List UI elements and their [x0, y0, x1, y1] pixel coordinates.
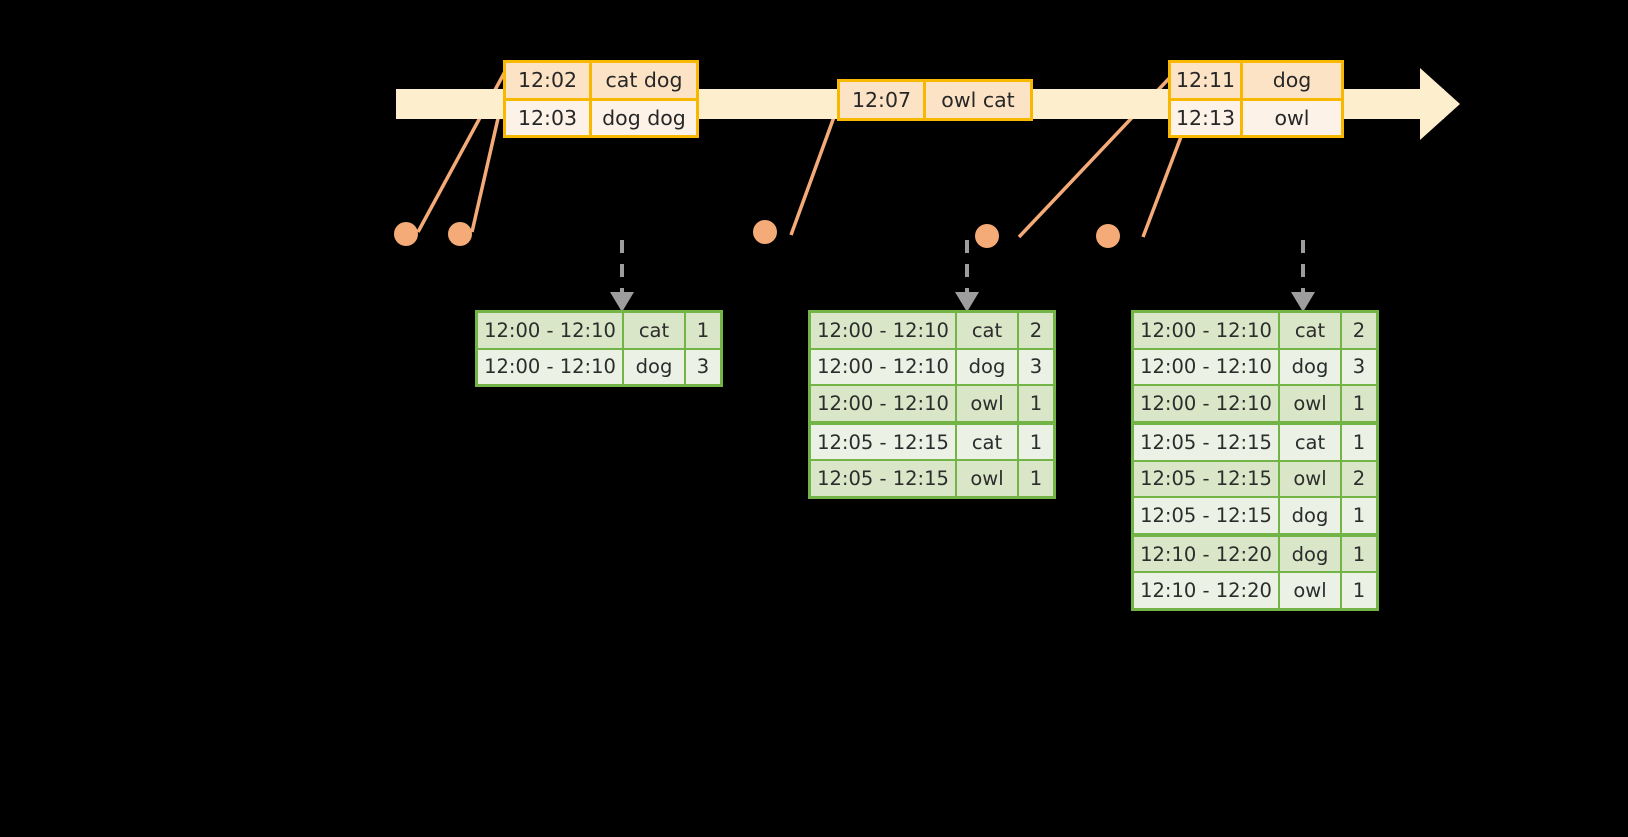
table-row: 12:00 - 12:10 cat 1 [478, 313, 720, 348]
event-row: 12:11 dog [1171, 63, 1341, 98]
event-row: 12:07 owl cat [840, 82, 1030, 118]
event-words: cat dog [592, 63, 696, 98]
event-dot [753, 220, 777, 244]
table-row: 12:00 - 12:10 cat 2 [811, 313, 1053, 348]
event-row: 12:02 cat dog [506, 63, 696, 98]
table-row: 12:00 - 12:10 cat 2 [1134, 313, 1376, 348]
cell-count: 3 [1342, 349, 1376, 385]
cell-window: 12:05 - 12:15 [1134, 498, 1280, 533]
cell-key: cat [1280, 424, 1342, 460]
cell-count: 1 [1342, 498, 1376, 533]
result-table-1: 12:00 - 12:10 cat 1 12:00 - 12:10 dog 3 [475, 310, 723, 387]
cell-window: 12:00 - 12:10 [811, 386, 957, 421]
table-row: 12:00 - 12:10 owl 1 [811, 384, 1053, 421]
cell-key: owl [957, 461, 1019, 496]
cell-window: 12:05 - 12:15 [811, 424, 957, 460]
table-row: 12:05 - 12:15 owl 1 [811, 459, 1053, 496]
event-time: 12:07 [840, 82, 926, 118]
table-row: 12:00 - 12:10 dog 3 [811, 347, 1053, 385]
cell-key: dog [1280, 536, 1342, 572]
event-time: 12:02 [506, 63, 592, 98]
cell-count: 1 [1019, 386, 1053, 421]
event-time: 12:13 [1171, 100, 1243, 135]
event-row: 12:03 dog dog [506, 97, 696, 135]
table-row: 12:05 - 12:15 dog 1 [1134, 496, 1376, 533]
cell-count: 1 [1019, 424, 1053, 460]
cell-window: 12:00 - 12:10 [1134, 313, 1280, 348]
event-dot [975, 224, 999, 248]
cell-window: 12:05 - 12:15 [1134, 461, 1280, 497]
result-table-2: 12:00 - 12:10 cat 2 12:00 - 12:10 dog 3 … [808, 310, 1056, 499]
table-row: 12:05 - 12:15 cat 1 [811, 420, 1053, 460]
cell-count: 2 [1342, 461, 1376, 497]
table-row: 12:10 - 12:20 owl 1 [1134, 571, 1376, 608]
cell-count: 1 [1342, 573, 1376, 608]
cell-count: 2 [1019, 313, 1053, 348]
cell-key: cat [624, 313, 686, 348]
event-time: 12:03 [506, 100, 592, 135]
cell-count: 1 [1342, 386, 1376, 421]
event-dot [448, 222, 472, 246]
cell-key: owl [957, 386, 1019, 421]
event-words: dog [1243, 63, 1341, 98]
cell-key: cat [957, 313, 1019, 348]
cell-key: dog [1280, 349, 1342, 385]
event-time: 12:11 [1171, 63, 1243, 98]
event-dot [394, 222, 418, 246]
cell-window: 12:00 - 12:10 [1134, 349, 1280, 385]
table-row: 12:00 - 12:10 dog 3 [478, 347, 720, 384]
cell-key: cat [1280, 313, 1342, 348]
table-row: 12:00 - 12:10 owl 1 [1134, 384, 1376, 421]
cell-key: owl [1280, 461, 1342, 497]
event-row: 12:13 owl [1171, 97, 1341, 135]
event-words: owl [1243, 100, 1341, 135]
event-dot [1096, 224, 1120, 248]
event-box-1: 12:02 cat dog 12:03 dog dog [503, 60, 699, 138]
cell-window: 12:10 - 12:20 [1134, 573, 1280, 608]
cell-count: 3 [686, 349, 720, 384]
table-row: 12:00 - 12:10 dog 3 [1134, 347, 1376, 385]
cell-window: 12:00 - 12:10 [1134, 386, 1280, 421]
cell-count: 3 [1019, 349, 1053, 385]
cell-window: 12:00 - 12:10 [478, 313, 624, 348]
cell-window: 12:05 - 12:15 [811, 461, 957, 496]
cell-count: 2 [1342, 313, 1376, 348]
cell-key: owl [1280, 386, 1342, 421]
event-box-3: 12:11 dog 12:13 owl [1168, 60, 1344, 138]
event-box-2: 12:07 owl cat [837, 79, 1033, 121]
cell-count: 1 [686, 313, 720, 348]
table-row: 12:10 - 12:20 dog 1 [1134, 532, 1376, 572]
cell-key: owl [1280, 573, 1342, 608]
cell-window: 12:00 - 12:10 [478, 349, 624, 384]
timeline-arrow-icon [1420, 68, 1460, 140]
cell-window: 12:00 - 12:10 [811, 349, 957, 385]
cell-key: dog [957, 349, 1019, 385]
event-words: dog dog [592, 100, 696, 135]
cell-count: 1 [1019, 461, 1053, 496]
cell-key: dog [1280, 498, 1342, 533]
cell-count: 1 [1342, 424, 1376, 460]
cell-window: 12:10 - 12:20 [1134, 536, 1280, 572]
cell-window: 12:00 - 12:10 [811, 313, 957, 348]
cell-count: 1 [1342, 536, 1376, 572]
event-words: owl cat [926, 82, 1030, 118]
table-row: 12:05 - 12:15 owl 2 [1134, 459, 1376, 497]
cell-key: dog [624, 349, 686, 384]
cell-window: 12:05 - 12:15 [1134, 424, 1280, 460]
cell-key: cat [957, 424, 1019, 460]
table-row: 12:05 - 12:15 cat 1 [1134, 420, 1376, 460]
result-table-3: 12:00 - 12:10 cat 2 12:00 - 12:10 dog 3 … [1131, 310, 1379, 611]
